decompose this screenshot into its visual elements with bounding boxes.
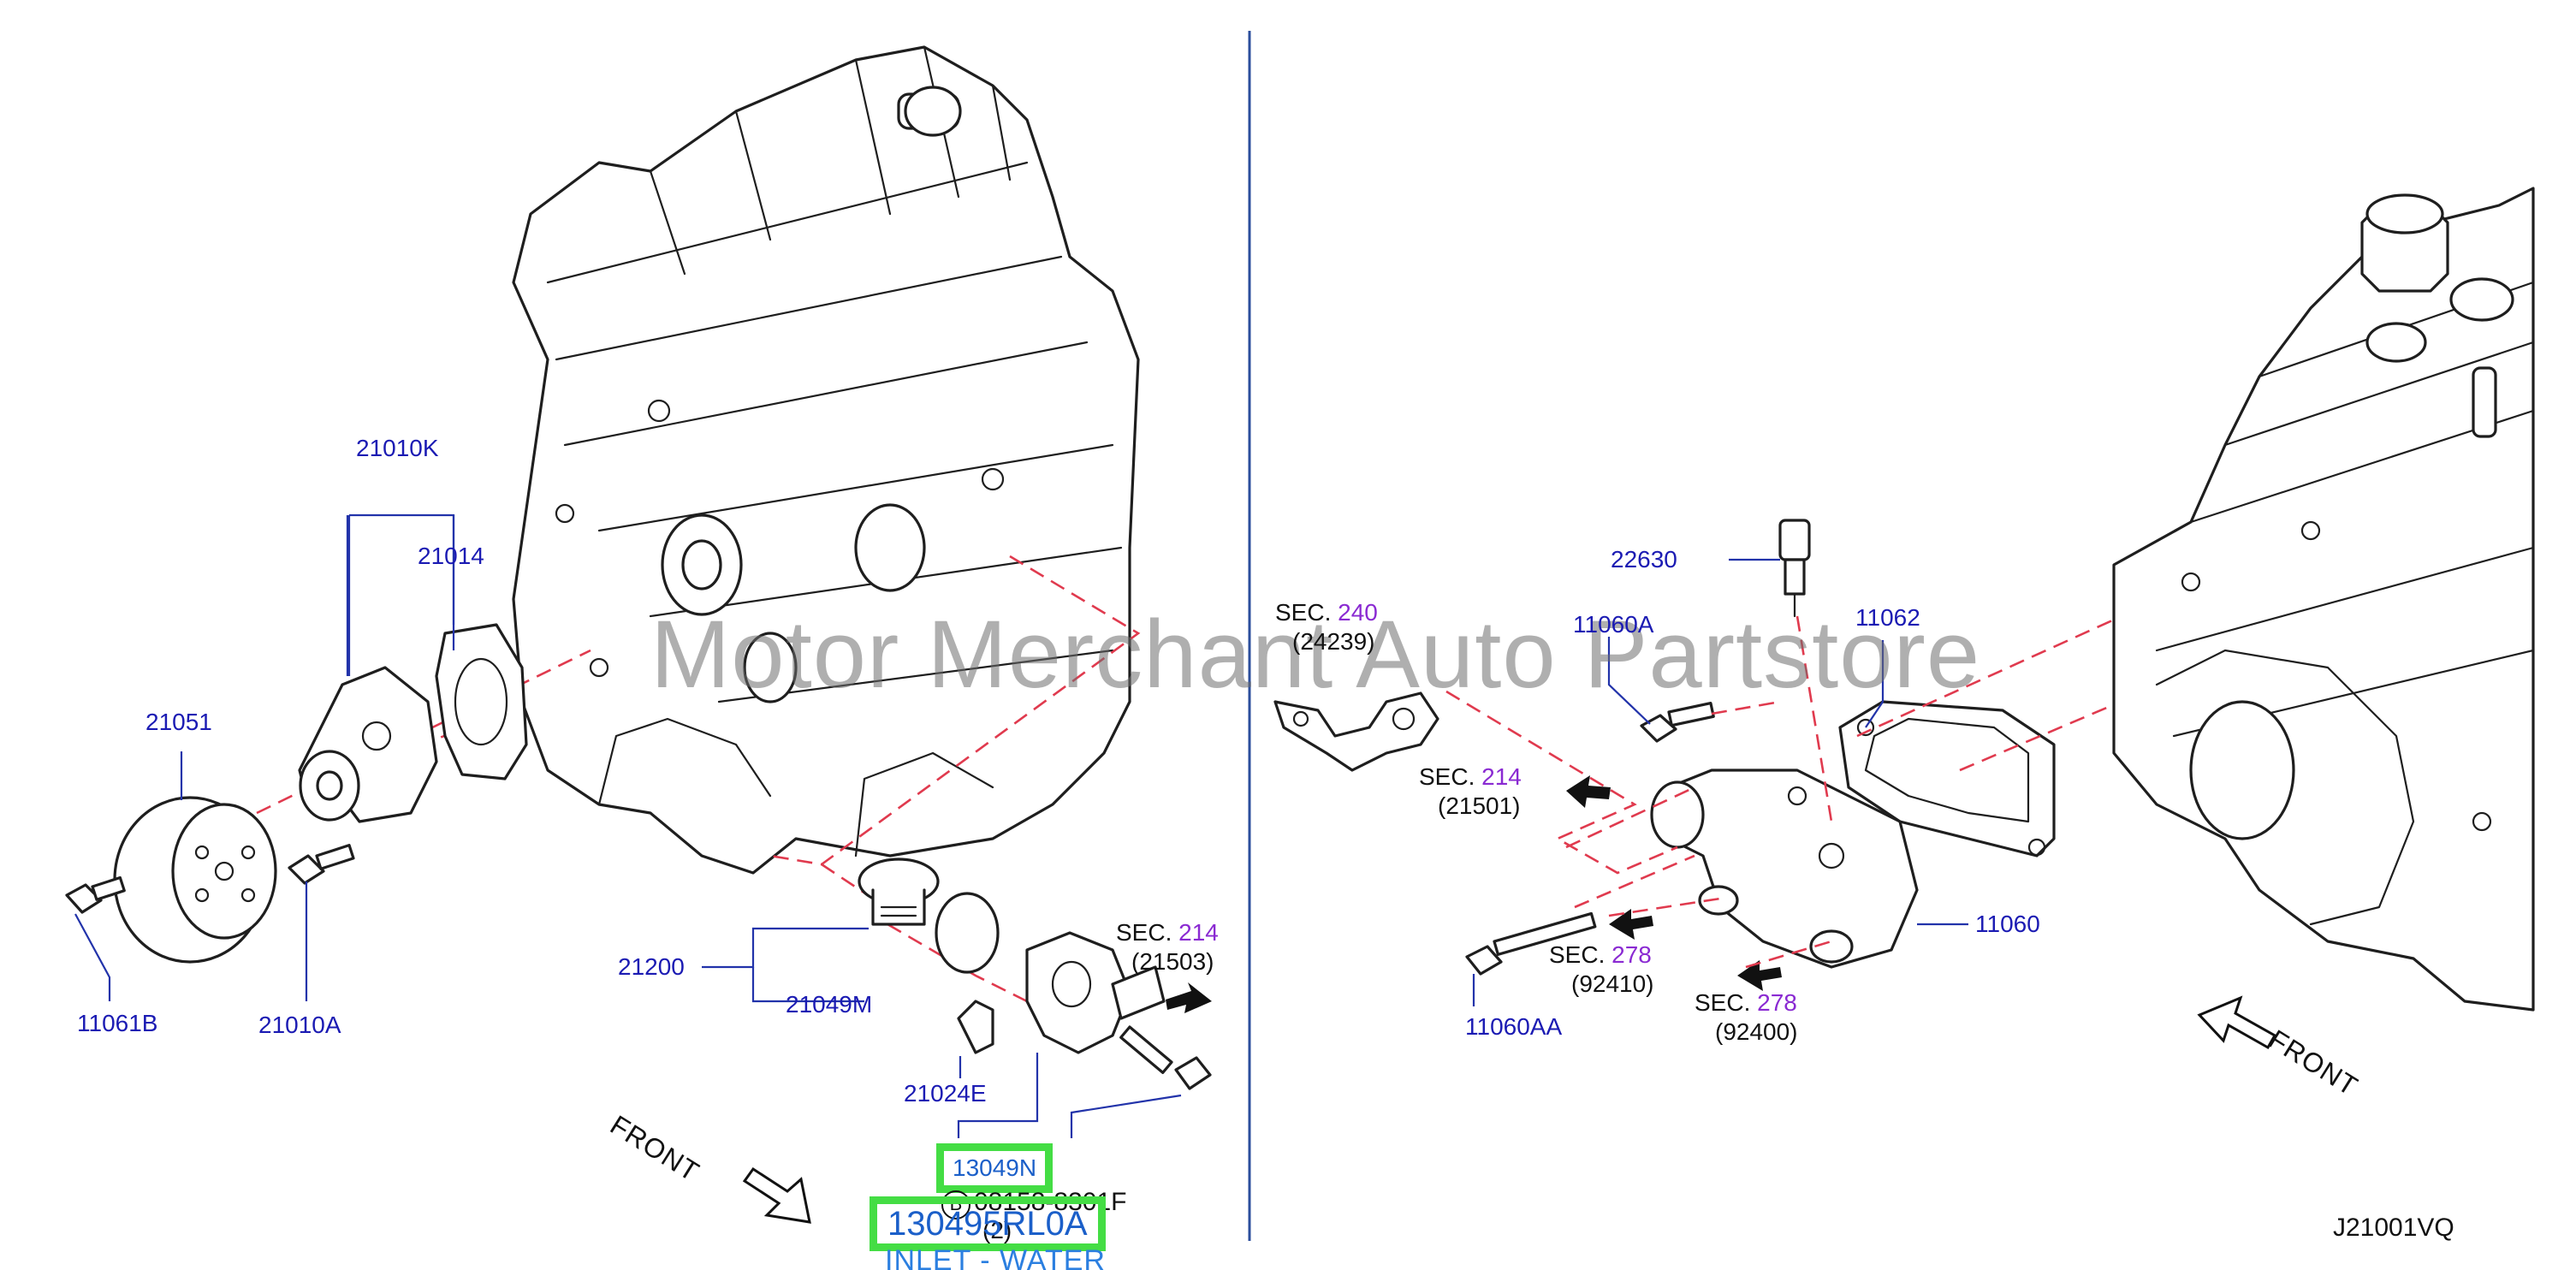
- part-label-11060A[interactable]: 11060A: [1573, 611, 1654, 638]
- front-arrow-left: [742, 1166, 811, 1224]
- right-engine-block-illustration: [2112, 187, 2535, 1012]
- bolt-11060AA-illustration: [1465, 911, 1597, 976]
- watermark-text: Motor Merchant Auto Partstore: [650, 601, 1981, 708]
- bolt-qty: (2): [982, 1217, 1012, 1243]
- sec214-left-arrow: [1166, 982, 1212, 1013]
- sec278b-number: 278: [1757, 989, 1797, 1016]
- sec214-right-prefix: SEC.: [1419, 763, 1475, 790]
- clip-21024E-illustration: [957, 1000, 994, 1054]
- sec278a-block[interactable]: SEC. 278: [1549, 941, 1652, 969]
- sensor-22630-illustration: [1778, 519, 1811, 618]
- sec240-number: 240: [1338, 599, 1378, 626]
- front-arrow-right: [2197, 995, 2277, 1050]
- part-label-21024E[interactable]: 21024E: [904, 1080, 987, 1107]
- part-label-11062[interactable]: 11062: [1855, 604, 1920, 631]
- part-label-21200[interactable]: 21200: [618, 953, 685, 980]
- bolt-11061B-illustration: [65, 875, 126, 914]
- sec278b-ref: (92400): [1715, 1018, 1798, 1045]
- part-label-21010K[interactable]: 21010K: [356, 435, 439, 461]
- bolt-08158-illustration: [1119, 1025, 1212, 1090]
- sec214-right-arrow: [1566, 775, 1611, 808]
- sec214-right-number: 214: [1481, 763, 1522, 790]
- highlight-box-13049N[interactable]: 13049N: [936, 1143, 1054, 1193]
- sec214-right-block[interactable]: SEC. 214: [1419, 763, 1522, 791]
- left-engine-block-illustration: [512, 45, 1140, 875]
- sec240-prefix: SEC.: [1275, 599, 1332, 626]
- part-label-11061B[interactable]: 11061B: [77, 1010, 158, 1036]
- part-label-21010A[interactable]: 21010A: [258, 1012, 341, 1038]
- main-part-number: 130495RL0A: [887, 1205, 1088, 1243]
- thermostat-21200-illustration: [858, 858, 940, 926]
- sec278a-number: 278: [1611, 941, 1652, 968]
- sec278b-prefix: SEC.: [1695, 989, 1751, 1016]
- part-label-13049N: 13049N: [953, 1154, 1037, 1181]
- sec278b-block[interactable]: SEC. 278: [1695, 989, 1797, 1017]
- gasket-21014-illustration: [435, 623, 528, 780]
- highlight-box-main-part[interactable]: 130495RL0A: [870, 1196, 1106, 1251]
- part-label-11060AA[interactable]: 11060AA: [1465, 1013, 1563, 1040]
- part-label-21014[interactable]: 21014: [418, 543, 484, 569]
- water-inlet-13049N-illustration: [1025, 931, 1166, 1054]
- sec214-left-number: 214: [1178, 919, 1219, 946]
- part-label-21051[interactable]: 21051: [145, 709, 212, 735]
- part-label-11060[interactable]: 11060: [1975, 911, 2040, 937]
- sec214-left-ref: (21503): [1131, 948, 1214, 975]
- bolt-11060A-illustration: [1640, 702, 1715, 743]
- water-outlet-11060-illustration: [1650, 769, 1919, 969]
- diagram-code: J21001VQ: [2333, 1214, 2454, 1242]
- o-ring-21049M-illustration: [935, 892, 1000, 974]
- sec214-right-ref: (21501): [1438, 792, 1521, 819]
- sec278b-arrow: [1737, 960, 1782, 991]
- bracket-24239-illustration: [1273, 691, 1439, 772]
- sec214-left-prefix: SEC.: [1116, 919, 1172, 946]
- bolt-21010A-illustration: [288, 844, 355, 885]
- sec278a-prefix: SEC.: [1549, 941, 1606, 968]
- sec240-ref: (24239): [1292, 628, 1375, 655]
- pulley-21051-illustration: [113, 796, 277, 964]
- part-label-22630[interactable]: 22630: [1611, 546, 1677, 573]
- water-pump-21010K-illustration: [298, 666, 438, 823]
- sec214-left-block[interactable]: SEC. 214: [1116, 919, 1219, 947]
- sec240-block[interactable]: SEC. 240: [1275, 599, 1378, 626]
- sec278a-arrow: [1609, 909, 1653, 940]
- sec278a-ref: (92410): [1571, 970, 1654, 997]
- part-description: INLET - WATER: [885, 1244, 1106, 1270]
- part-label-21049M[interactable]: 21049M: [786, 991, 873, 1018]
